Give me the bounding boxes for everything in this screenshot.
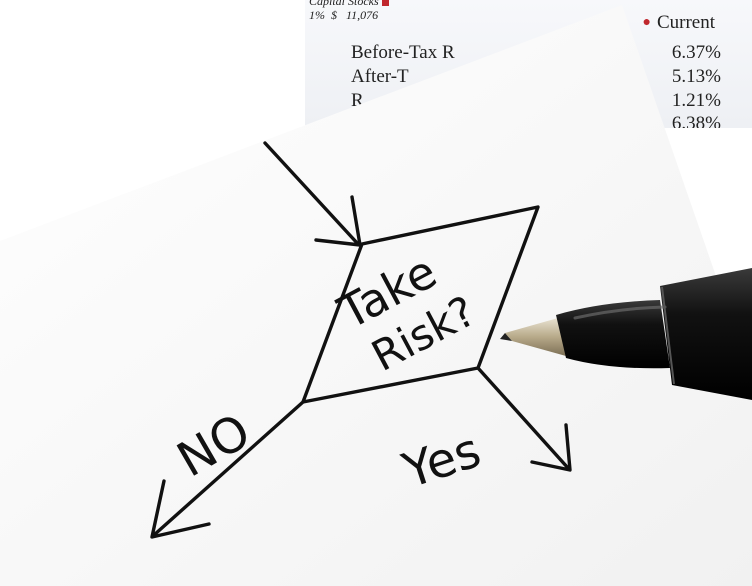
flowchart-card: Take Risk? NO Yes bbox=[0, 0, 752, 586]
